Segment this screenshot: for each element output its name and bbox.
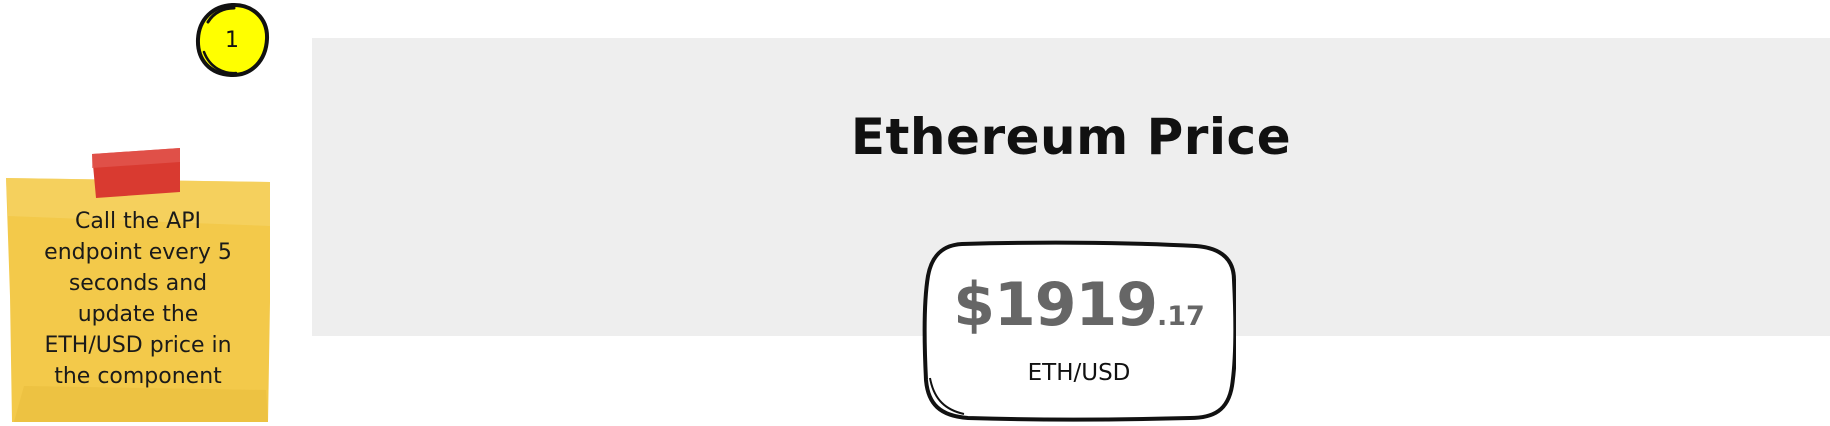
sticky-note-text: Call the API endpoint every 5 seconds an… — [44, 209, 232, 389]
price-whole: $1919 — [953, 270, 1158, 340]
badge-circle-icon — [195, 2, 270, 78]
currency-pair-label: ETH/USD — [1027, 360, 1131, 386]
sticky-note: Call the API endpoint every 5 seconds an… — [4, 146, 270, 424]
price-cents: .17 — [1156, 301, 1205, 332]
step-number: 1 — [225, 27, 239, 53]
step-badge: 1 — [194, 2, 270, 78]
price-card: $1919.17 ETH/USD — [922, 240, 1236, 422]
eth-price: $1919.17 — [922, 270, 1236, 340]
tape-icon — [92, 148, 180, 198]
page-title: Ethereum Price — [850, 108, 1292, 166]
price-card-border — [922, 240, 1236, 422]
sticky-note-icon — [6, 178, 270, 422]
